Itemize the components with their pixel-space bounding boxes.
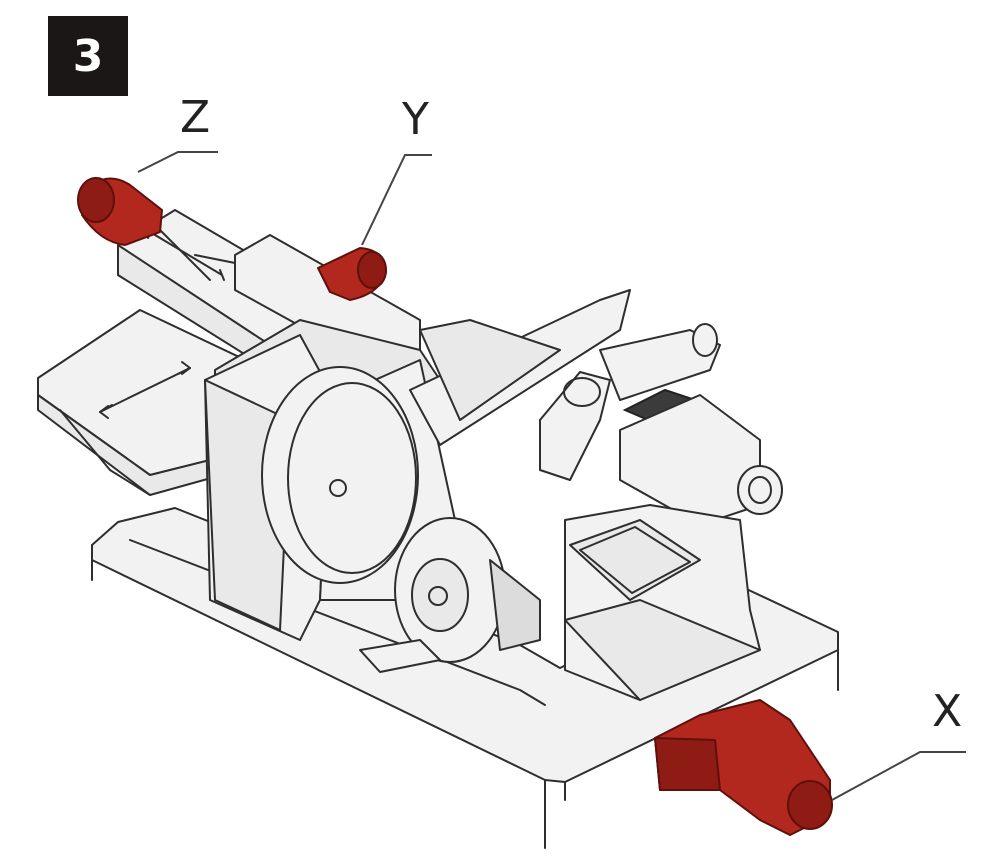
main-housing — [204, 334, 456, 641]
rotary-disc — [359, 517, 541, 673]
axis-label-z: Z — [180, 92, 211, 143]
axis-label-y: Y — [402, 94, 429, 145]
z-axis-slide — [117, 209, 331, 371]
carriage — [564, 504, 761, 701]
y-actuator — [317, 247, 387, 301]
axis-label-x: X — [932, 686, 963, 737]
z-actuator — [77, 177, 163, 246]
guard-and-spindle — [409, 289, 721, 481]
step-number-badge: 3 — [48, 16, 128, 96]
leader-lines — [137, 151, 966, 801]
spindle-motor — [619, 388, 783, 526]
x-actuator — [654, 699, 833, 836]
